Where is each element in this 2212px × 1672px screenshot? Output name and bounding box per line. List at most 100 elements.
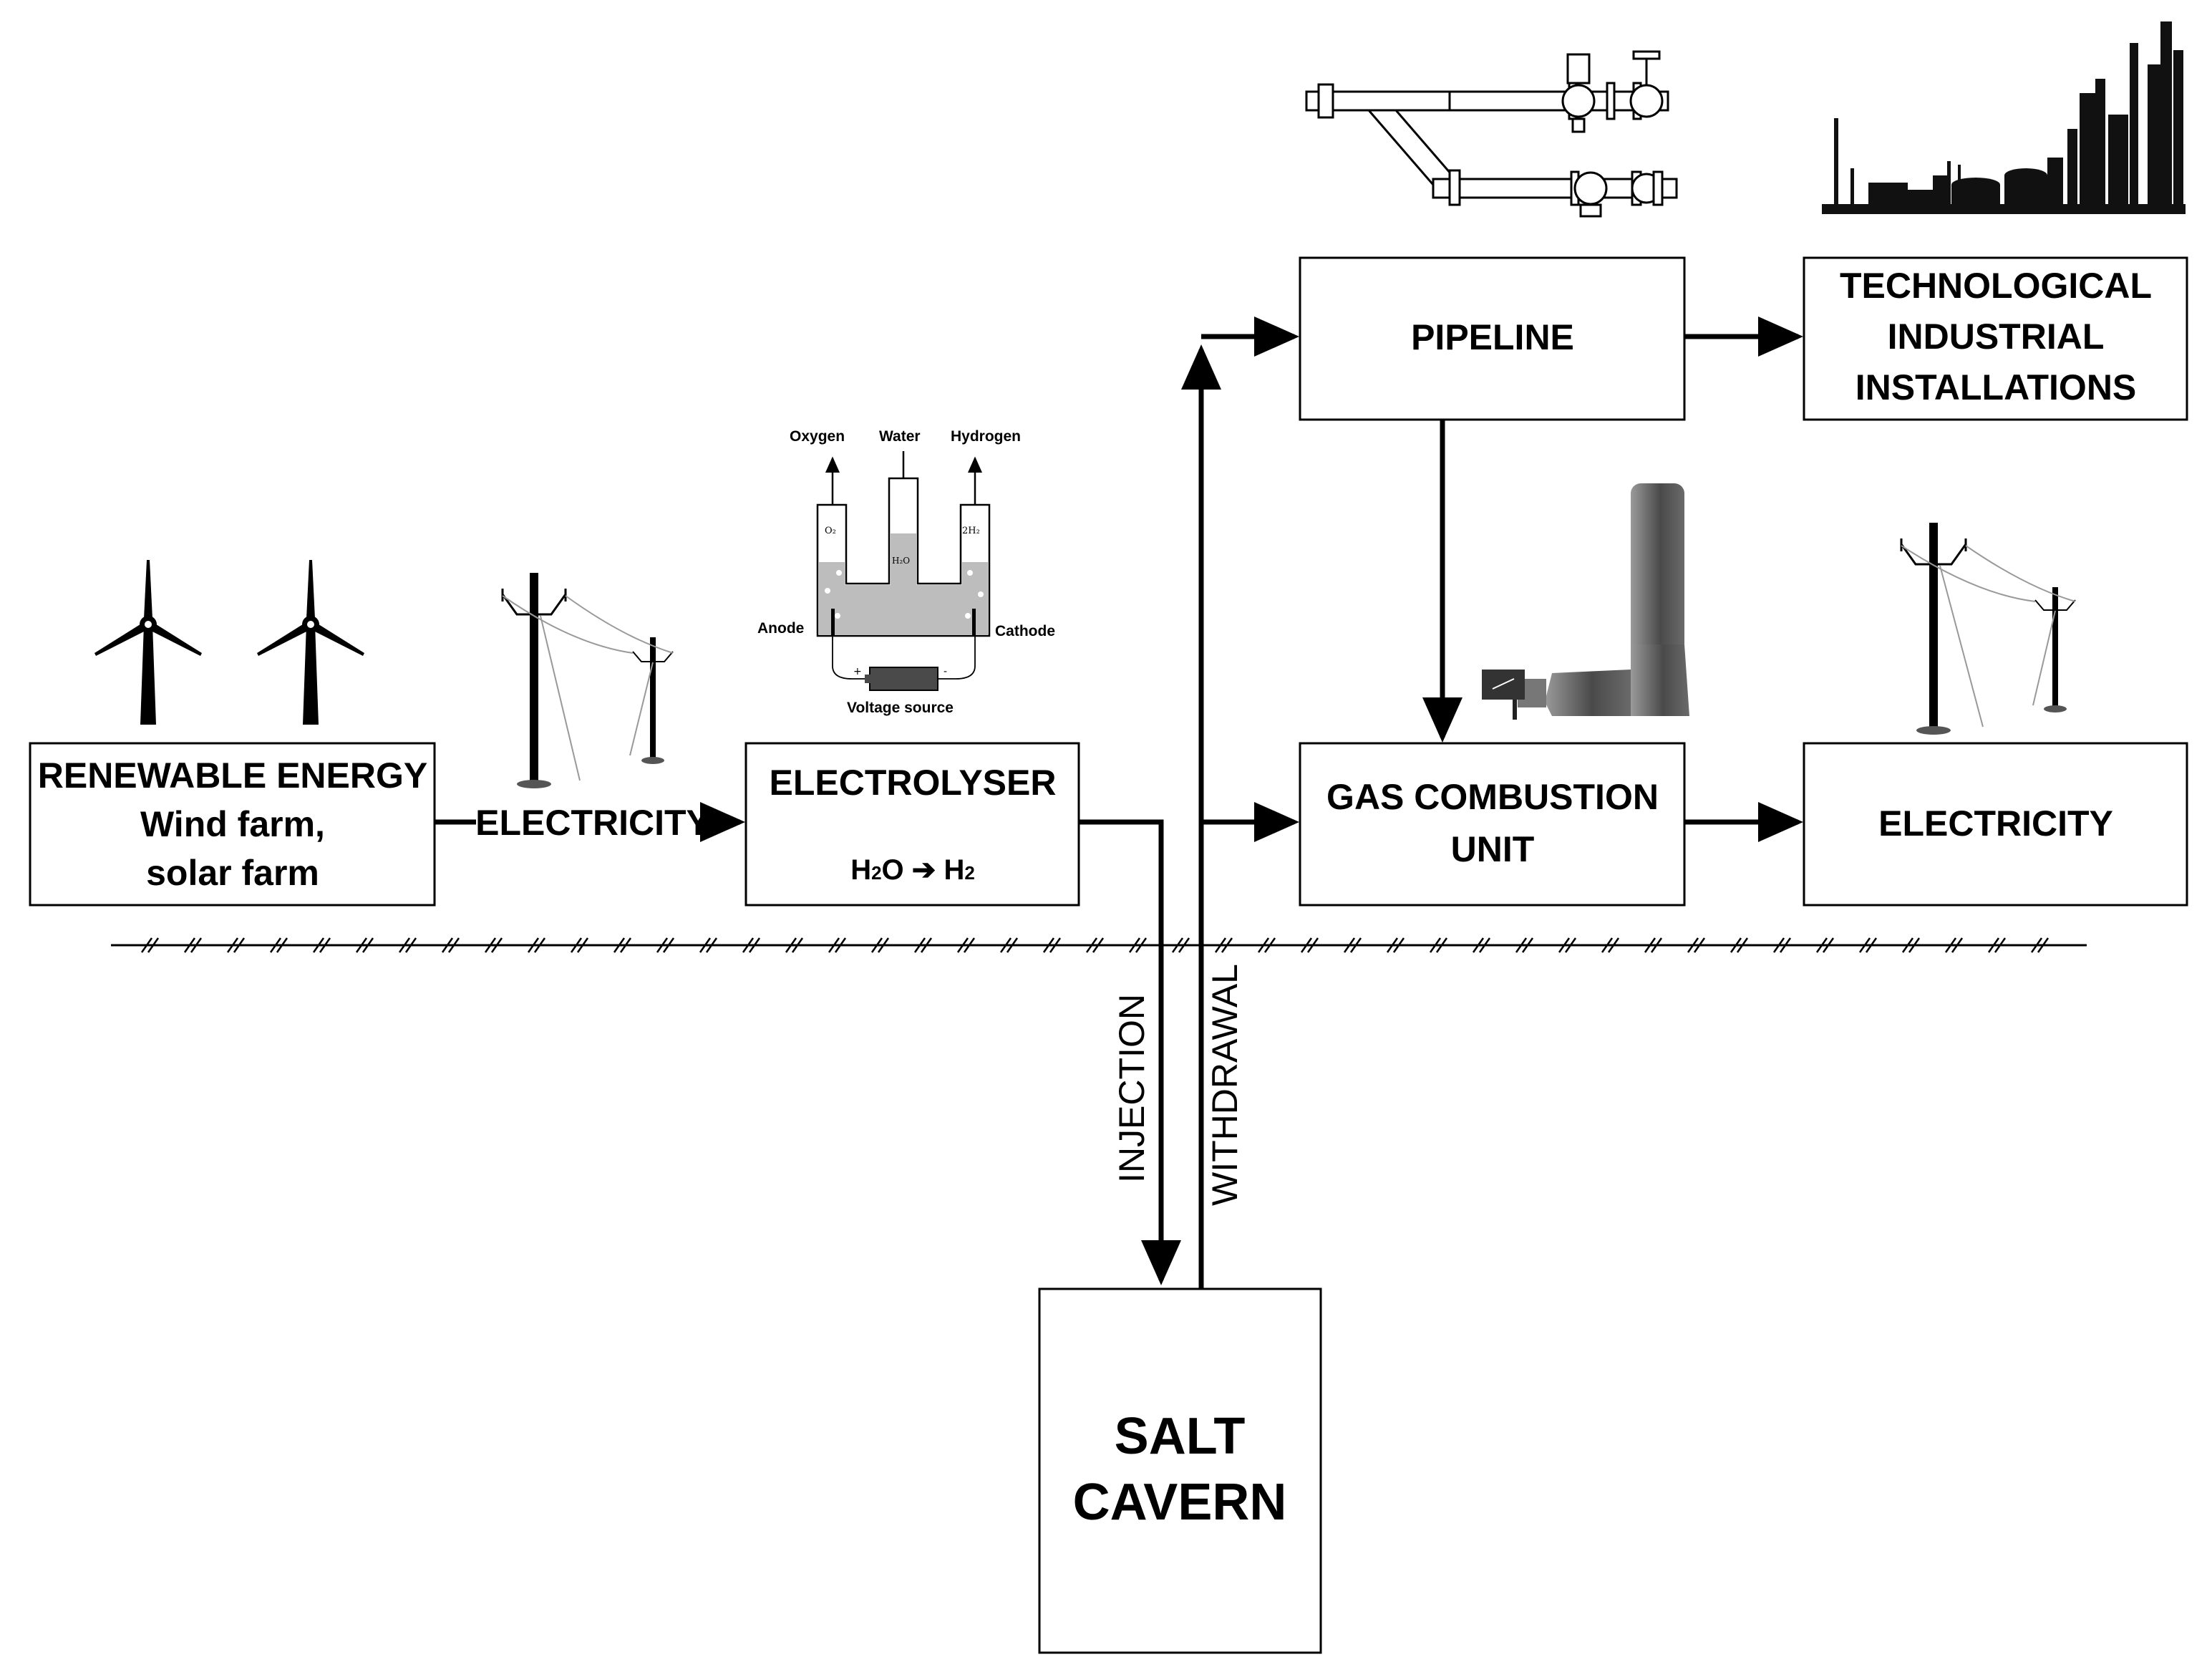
ground-hatch bbox=[877, 937, 890, 953]
ground-hatch bbox=[570, 937, 583, 953]
ground-hatch bbox=[1306, 937, 1319, 953]
ground-hatch bbox=[1392, 937, 1405, 953]
ground-hatch bbox=[355, 937, 368, 953]
hydrogen-label: Hydrogen bbox=[951, 428, 1021, 445]
ground-hatch bbox=[1858, 937, 1871, 953]
pipeline-title: PIPELINE bbox=[1411, 317, 1574, 357]
ground-hatch bbox=[183, 937, 196, 953]
industrial-line2: INDUSTRIAL bbox=[1888, 316, 2105, 357]
gas-combustion-box: GAS COMBUSTION UNIT bbox=[1299, 742, 1686, 907]
h2o-label: H₂O bbox=[892, 556, 910, 566]
battery-icon bbox=[869, 667, 938, 691]
ground-hatch bbox=[1772, 937, 1785, 953]
ground-hatch bbox=[269, 937, 282, 953]
ground-hatch bbox=[705, 937, 718, 953]
ground-hatch bbox=[1178, 937, 1190, 953]
ground-hatch bbox=[785, 937, 797, 953]
ground-hatch bbox=[1558, 937, 1571, 953]
ground-hatch bbox=[1601, 937, 1614, 953]
injection-label: INJECTION bbox=[1112, 994, 1152, 1183]
ground-hatch bbox=[1944, 937, 1957, 953]
ground-hatch bbox=[1693, 937, 1706, 953]
renewable-sub1: Wind farm, bbox=[140, 804, 325, 844]
ground-hatch bbox=[1908, 937, 1921, 953]
ground-hatch bbox=[1736, 937, 1749, 953]
right-arrow-icon: ➔ bbox=[912, 854, 936, 886]
power-line-icon bbox=[1900, 523, 2076, 735]
ground-hatch bbox=[870, 937, 883, 953]
ground-hatch bbox=[1730, 937, 1742, 953]
ground-hatch bbox=[1214, 937, 1227, 953]
ground-hatch bbox=[2037, 937, 2050, 953]
renewable-sub2: solar farm bbox=[146, 853, 319, 893]
ground-hatch bbox=[441, 937, 454, 953]
ground-hatch bbox=[619, 937, 632, 953]
industrial-skyline-icon bbox=[1822, 21, 2186, 214]
ground-hatch bbox=[447, 937, 460, 953]
gas-turbine-icon bbox=[1482, 483, 1689, 720]
ground-hatch bbox=[999, 937, 1012, 953]
ground-hatch bbox=[1987, 937, 2000, 953]
electrolyser-box: ELECTROLYSER H2O ➔ H2 bbox=[744, 742, 1080, 907]
ground-hatch bbox=[576, 937, 589, 953]
ground-hatch bbox=[398, 937, 411, 953]
ground-hatch bbox=[1472, 937, 1485, 953]
salt-cavern-box: SALT CAVERN bbox=[1038, 1287, 1322, 1654]
ground-hatch bbox=[1257, 937, 1270, 953]
water-label: Water bbox=[879, 428, 921, 445]
ground-hatch bbox=[1564, 937, 1577, 953]
pipeline-box: PIPELINE bbox=[1299, 256, 1686, 421]
ground-hatch bbox=[527, 937, 540, 953]
ground-hatch bbox=[913, 937, 926, 953]
ground-hatch bbox=[1042, 937, 1055, 953]
ground-hatch bbox=[1386, 937, 1399, 953]
salt-cavern-line2: CAVERN bbox=[1073, 1474, 1287, 1531]
voltage-source-label: Voltage source bbox=[847, 700, 954, 716]
ground-hatch bbox=[791, 937, 804, 953]
ground-hatch bbox=[233, 937, 246, 953]
ground-hatch bbox=[699, 937, 712, 953]
ground-hatch bbox=[140, 937, 153, 953]
industrial-line1: TECHNOLOGICAL bbox=[1840, 266, 2152, 306]
ground-hatch bbox=[1085, 937, 1098, 953]
electricity-output-box: ELECTRICITY bbox=[1803, 742, 2188, 907]
power-line-icon bbox=[501, 573, 674, 788]
ground-hatch bbox=[1650, 937, 1663, 953]
oxygen-label: Oxygen bbox=[790, 428, 845, 445]
ground-hatch bbox=[742, 937, 755, 953]
ground-hatch bbox=[147, 937, 160, 953]
ground-hatch bbox=[1221, 937, 1233, 953]
ground-hatch bbox=[1171, 937, 1184, 953]
ground-hatch bbox=[1135, 937, 1148, 953]
ground-hatch bbox=[1779, 937, 1792, 953]
ground-hatch bbox=[1515, 937, 1528, 953]
ground-hatch bbox=[920, 937, 933, 953]
electricity-flow-label: ELECTRICITY bbox=[475, 803, 710, 843]
two-h2-label: 2H₂ bbox=[962, 526, 980, 536]
electricity-output-title: ELECTRICITY bbox=[1878, 803, 2113, 844]
ground-hatch bbox=[312, 937, 325, 953]
ground-hatch bbox=[1822, 937, 1835, 953]
ground-hatch bbox=[319, 937, 331, 953]
ground-hatch bbox=[1128, 937, 1141, 953]
ground-hatch bbox=[1092, 937, 1105, 953]
ground-line bbox=[111, 937, 2087, 953]
ground-hatch bbox=[828, 937, 840, 953]
ground-hatch bbox=[1644, 937, 1656, 953]
svg-text:+: + bbox=[853, 666, 862, 677]
flow-pipeline-out bbox=[1422, 316, 1803, 842]
withdrawal-label: WITHDRAWAL bbox=[1205, 964, 1245, 1206]
ground-hatch bbox=[2030, 937, 2043, 953]
ground-hatch bbox=[662, 937, 675, 953]
ground-hatch bbox=[1687, 937, 1699, 953]
renewable-title: RENEWABLE ENERGY bbox=[38, 755, 428, 796]
anode-label: Anode bbox=[757, 620, 804, 637]
ground-hatch bbox=[484, 937, 497, 953]
flow-injection: INJECTION bbox=[1079, 819, 1181, 1285]
ground-hatch bbox=[1478, 937, 1491, 953]
ground-hatch bbox=[1429, 937, 1442, 953]
flow-withdrawal: WITHDRAWAL bbox=[1181, 316, 1299, 1289]
ground-hatch bbox=[362, 937, 374, 953]
ground-hatch bbox=[613, 937, 626, 953]
ground-hatch bbox=[1263, 937, 1276, 953]
